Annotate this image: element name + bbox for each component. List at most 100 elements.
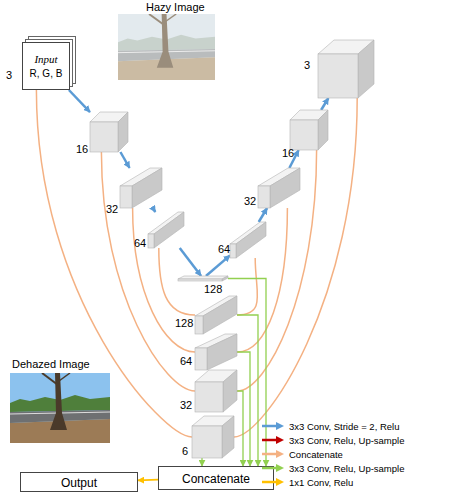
legend-swatch — [262, 463, 286, 473]
channel-count: 3 — [304, 60, 310, 71]
legend-text: 3x3 Conv, Relu, Up-sample — [289, 464, 404, 474]
cube-shape — [230, 222, 266, 258]
connector — [321, 98, 328, 110]
node-label: R, G, B — [22, 69, 70, 79]
swatch-line — [262, 425, 278, 428]
cube-front — [318, 54, 358, 98]
node-label: Output — [21, 477, 137, 489]
channel-count: 128 — [175, 318, 193, 329]
concatenate-box: Concatenate — [158, 466, 274, 490]
swatch-line — [262, 453, 278, 456]
connector — [237, 258, 257, 315]
cube-shape — [258, 168, 300, 208]
channel-count: 64 — [218, 244, 230, 255]
cube-front — [195, 348, 207, 370]
connector — [138, 479, 158, 481]
tree-branch — [166, 14, 177, 22]
cube-side — [358, 40, 374, 98]
connector — [159, 248, 195, 315]
cube-side — [222, 276, 228, 281]
cube-front — [258, 186, 270, 208]
legend-text: 3x3 Conv, Relu, Up-sample — [289, 436, 404, 446]
cube-shape — [195, 370, 237, 412]
feature-block: 64 — [148, 212, 184, 248]
cube-front — [230, 244, 236, 258]
cube-shape — [178, 276, 228, 281]
feature-block: 16 — [290, 110, 328, 150]
channel-count: 16 — [76, 144, 88, 155]
dehazed-photo — [10, 373, 110, 443]
connector — [237, 391, 243, 466]
connector — [237, 150, 317, 391]
cube-front — [195, 382, 223, 412]
cube-shape — [148, 212, 184, 248]
channel-count: 64 — [134, 238, 146, 249]
tree-branch — [149, 14, 165, 25]
channel-count: 32 — [180, 400, 192, 411]
legend-text: 1x1 Conv, Relu — [289, 478, 353, 488]
feature-block: 16 — [90, 112, 128, 152]
connector — [36, 90, 192, 437]
cube-side — [223, 370, 237, 412]
node-label: Input — [22, 54, 70, 65]
swatch-head — [276, 450, 284, 458]
connector — [237, 315, 258, 466]
legend-text: 3x3 Conv, Stride = 2, Relu — [289, 422, 399, 432]
channel-count: 64 — [180, 356, 192, 367]
feature-block: 3 — [318, 40, 374, 98]
channel-count: 6 — [182, 446, 188, 457]
cube-side — [154, 212, 184, 248]
connector — [153, 208, 155, 212]
cube-front — [148, 234, 154, 248]
swatch-line — [262, 467, 278, 470]
feature-block: 128 — [178, 276, 228, 281]
swatch-head — [276, 464, 284, 472]
cube-shape — [90, 112, 128, 152]
cube-front — [90, 122, 118, 152]
cube-side — [118, 112, 128, 152]
feature-block: 6 — [192, 416, 234, 458]
legend-swatch — [262, 421, 286, 431]
legend-swatch — [262, 477, 286, 487]
cube-side — [318, 110, 328, 150]
feature-block: 32 — [195, 370, 237, 412]
cube-side — [132, 168, 162, 208]
legend-text: Concatenate — [289, 450, 343, 460]
swatch-head — [276, 478, 284, 486]
cube-side — [207, 334, 237, 370]
connector — [69, 90, 90, 112]
cube-front — [192, 426, 222, 458]
channel-count: 16 — [282, 148, 294, 159]
image-caption: Dehazed Image — [12, 359, 90, 370]
feature-block: 64 — [230, 222, 266, 258]
legend-swatch — [262, 449, 286, 459]
cube-side — [203, 296, 237, 334]
node-label: Concatenate — [159, 473, 273, 485]
node-label: 3 — [6, 70, 12, 81]
feature-block: 32 — [120, 168, 162, 208]
channel-count: 32 — [106, 204, 118, 215]
tree-branch — [59, 373, 70, 381]
connector — [237, 208, 287, 352]
cube-side — [270, 168, 300, 208]
sky — [10, 373, 110, 443]
cube-front — [290, 120, 318, 150]
feature-block: 32 — [258, 168, 300, 208]
legend-swatch — [262, 435, 286, 445]
input-stack: InputR, G, B3 — [22, 42, 70, 90]
feature-block: 64 — [195, 334, 237, 370]
cube-side — [222, 416, 234, 458]
connector — [259, 208, 267, 222]
cube-side — [236, 222, 266, 258]
swatch-head — [276, 436, 284, 444]
connector — [120, 152, 129, 168]
swatch-line — [262, 439, 278, 442]
channel-count: 128 — [204, 284, 222, 295]
sheet-stack — [22, 42, 70, 90]
image-caption: Hazy Image — [146, 2, 205, 13]
channel-count: 32 — [244, 196, 256, 207]
sky — [118, 14, 215, 80]
swatch-line — [262, 481, 278, 484]
hazy-photo — [118, 14, 215, 80]
cube-shape — [120, 168, 162, 208]
